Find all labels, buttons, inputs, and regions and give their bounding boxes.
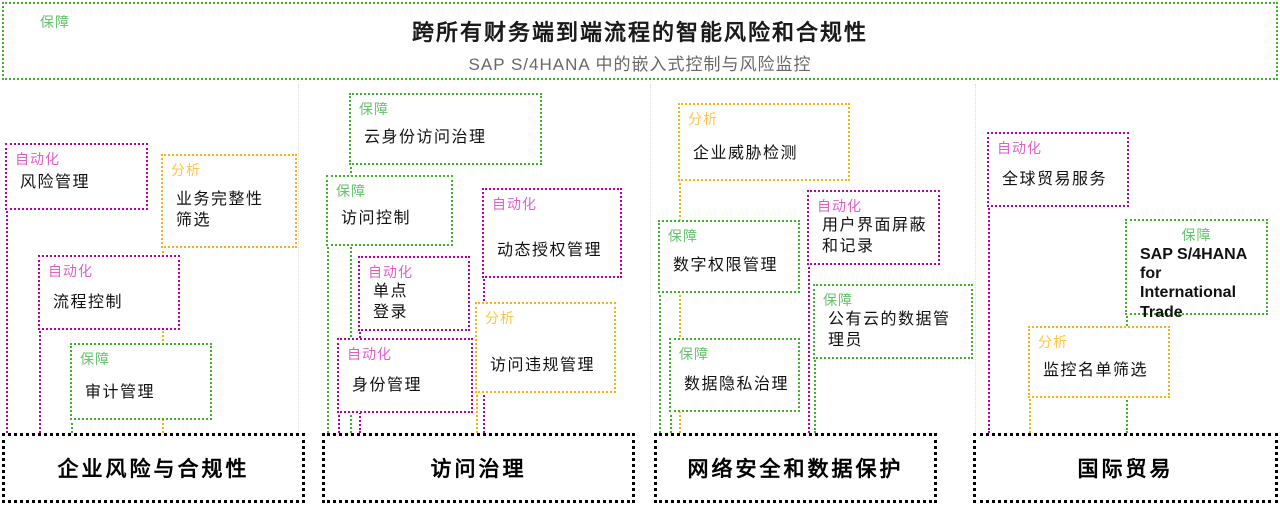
- capability-title: 用户界面屏蔽 和记录: [822, 217, 928, 255]
- banner: 保障 跨所有财务端到端流程的智能风险和合规性 SAP S/4HANA 中的嵌入式…: [2, 2, 1278, 80]
- connector-line: [71, 418, 73, 433]
- category-tag: 自动化: [347, 346, 392, 362]
- footer-enterprise-risk-compliance: 企业风险与合规性: [2, 433, 305, 503]
- capability-title: SAP S/4HANA for International Trade: [1140, 246, 1248, 321]
- column-separator: [975, 84, 976, 432]
- category-tag: 保障: [336, 183, 366, 199]
- capability-title: 数据隐私治理: [684, 376, 790, 394]
- capability-title: 企业威胁检测: [693, 145, 799, 163]
- capability-title: 单点 登录: [373, 283, 409, 321]
- category-tag: 保障: [1181, 227, 1212, 243]
- footer-cybersecurity-data-protection: 网络安全和数据保护: [654, 433, 937, 503]
- footer-label: 访问治理: [430, 457, 527, 481]
- box-ui-masking-and-logging: 自动化 用户界面屏蔽 和记录: [807, 190, 940, 265]
- category-tag: 保障: [668, 228, 698, 244]
- footer-international-trade: 国际贸易: [973, 433, 1278, 503]
- box-dynamic-authorization-management: 自动化 动态授权管理: [482, 188, 622, 278]
- box-access-violation-management: 分析 访问违规管理: [475, 302, 616, 393]
- footer-access-governance: 访问治理: [322, 433, 635, 503]
- capability-title: 监控名单筛选: [1043, 362, 1149, 380]
- connector-line: [814, 357, 816, 433]
- category-tag: 自动化: [817, 198, 862, 214]
- box-public-cloud-data-custodian: 保障 公有云的数据管 理员: [813, 284, 973, 359]
- connector-line: [659, 291, 661, 433]
- category-tag: 保障: [80, 351, 110, 367]
- connector-line: [670, 410, 672, 433]
- page-title: 跨所有财务端到端流程的智能风险和合规性: [411, 20, 868, 45]
- capability-title: 访问控制: [341, 210, 412, 228]
- capability-title: 云身份访问治理: [364, 129, 487, 147]
- box-business-integrity-screening: 分析 业务完整性 筛选: [161, 154, 297, 248]
- category-tag: 保障: [359, 101, 389, 117]
- footer-label: 网络安全和数据保护: [687, 457, 904, 481]
- footer-label: 国际贸易: [1077, 457, 1174, 481]
- capability-title: 审计管理: [85, 384, 156, 402]
- box-process-control: 自动化 流程控制: [38, 255, 180, 330]
- column-separator: [650, 84, 651, 432]
- box-global-trade-services: 自动化 全球贸易服务: [987, 132, 1129, 207]
- box-access-control: 保障 访问控制: [326, 175, 453, 246]
- category-tag: 保障: [40, 14, 70, 30]
- column-separator: [298, 84, 299, 432]
- category-tag: 分析: [171, 162, 201, 178]
- category-tag: 自动化: [368, 264, 413, 280]
- category-tag: 保障: [679, 346, 709, 362]
- capability-title: 风险管理: [20, 174, 91, 192]
- capability-title: 数字权限管理: [673, 257, 779, 275]
- connector-line: [350, 163, 352, 433]
- connector-line: [338, 411, 340, 433]
- box-digital-rights-management: 保障 数字权限管理: [658, 220, 800, 293]
- box-risk-management: 自动化 风险管理: [5, 143, 148, 210]
- box-data-privacy-governance: 保障 数据隐私治理: [669, 338, 800, 412]
- connector-line: [39, 328, 41, 433]
- box-identity-management: 自动化 身份管理: [337, 338, 473, 413]
- capability-title: 业务完整性 筛选: [176, 191, 264, 230]
- connector-line: [162, 246, 164, 433]
- box-watch-list-screening: 分析 监控名单筛选: [1028, 326, 1170, 398]
- capability-title: 全球贸易服务: [1002, 171, 1108, 189]
- box-enterprise-threat-detection: 分析 企业威胁检测: [678, 103, 850, 181]
- box-cloud-identity-access-governance: 保障 云身份访问治理: [349, 93, 542, 165]
- category-tag: 分析: [1038, 334, 1068, 350]
- box-sap-s4hana-international-trade: 保障 SAP S/4HANA for International Trade: [1125, 219, 1268, 321]
- category-tag: 保障: [823, 292, 853, 308]
- capability-title: 流程控制: [53, 294, 124, 312]
- connector-line: [988, 205, 990, 433]
- connector-line: [6, 208, 8, 433]
- capability-title: 访问违规管理: [490, 357, 596, 375]
- box-audit-management: 保障 审计管理: [70, 343, 212, 420]
- category-tag: 自动化: [492, 196, 537, 212]
- connector-line: [1029, 396, 1031, 433]
- category-tag: 自动化: [15, 151, 60, 167]
- connector-line: [679, 179, 681, 433]
- category-tag: 自动化: [48, 263, 93, 279]
- capability-title: 公有云的数据管 理员: [828, 311, 951, 349]
- category-tag: 分析: [485, 310, 515, 326]
- footer-label: 企业风险与合规性: [57, 457, 250, 481]
- capability-title: 身份管理: [352, 377, 423, 395]
- page-subtitle: SAP S/4HANA 中的嵌入式控制与风险监控: [468, 55, 812, 74]
- connector-line: [808, 263, 810, 433]
- box-single-sign-on: 自动化 单点 登录: [358, 256, 470, 331]
- connector-line: [476, 391, 478, 433]
- category-tag: 自动化: [997, 140, 1042, 156]
- capability-title: 动态授权管理: [497, 242, 603, 260]
- connector-line: [327, 244, 329, 433]
- category-tag: 分析: [688, 111, 718, 127]
